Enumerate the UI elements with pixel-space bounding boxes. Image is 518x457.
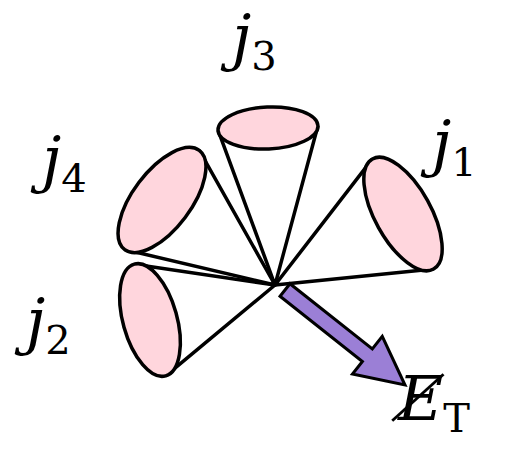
- jet-label: j1: [432, 112, 477, 174]
- jet-cone: [217, 105, 319, 285]
- met-arrow: [280, 284, 405, 385]
- jet-label: j3: [232, 6, 277, 68]
- symbol: j: [432, 106, 451, 179]
- jet-label: j2: [26, 290, 71, 352]
- jet-cone: [102, 133, 275, 285]
- jet-label: j4: [42, 128, 87, 190]
- symbol: j: [232, 0, 251, 73]
- subscript: 3: [251, 33, 276, 79]
- symbol: j: [42, 122, 61, 195]
- symbol: E̸: [398, 362, 443, 435]
- cone-mouth: [217, 105, 319, 151]
- cone-mouth: [102, 133, 223, 267]
- missing-energy-label: E̸T: [398, 368, 470, 430]
- subscript: 1: [451, 139, 476, 185]
- subscript: 2: [45, 317, 70, 363]
- jet-cone: [108, 257, 275, 383]
- cone-mouth: [108, 257, 191, 383]
- jet-cone: [275, 145, 458, 285]
- subscript: 4: [61, 155, 86, 201]
- subscript: T: [443, 395, 470, 441]
- symbol: j: [26, 284, 45, 357]
